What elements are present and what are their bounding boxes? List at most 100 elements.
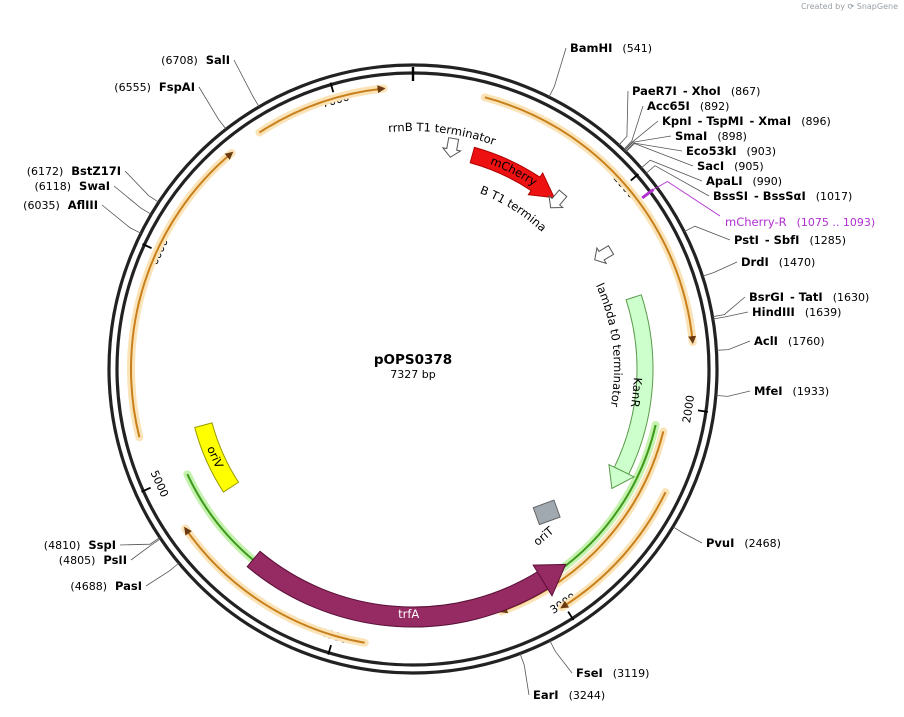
orf-arrow-3: [184, 526, 365, 644]
site-label-fspai: (6555)FspAI: [114, 80, 195, 94]
site-label-eari: EarI (3244): [533, 688, 605, 702]
mcherry-feature: [469, 146, 556, 199]
site-pos-sspi: (4810): [44, 539, 81, 552]
site-line-acli: [716, 340, 751, 351]
site-line-swai: [113, 185, 152, 215]
site-label-saci: SacI(905): [697, 159, 764, 173]
lambda-t0-terminator-label: lambda t0 terminator: [593, 281, 625, 408]
backbone-outer-ring: [107, 63, 719, 675]
tick-label-2000: 2000: [680, 394, 697, 424]
tick-mark-1000: [630, 173, 639, 182]
tick-mark-3000: [567, 611, 575, 621]
site-label-swai: (6118) SwaI: [34, 179, 110, 193]
site-pos-pasi: (4688): [70, 580, 107, 593]
rrnb-t1-terminator-1-arrow: [441, 137, 462, 158]
oriv-feature: [194, 422, 240, 493]
site-line-afliii: [101, 204, 142, 234]
site-label-eco53ki: Eco53kI(903): [686, 144, 776, 158]
site-dash: - TspMI: [698, 114, 744, 128]
site-name-paer7i: PaeR7I: [632, 84, 677, 98]
site-label-bsrgi: BsrGI- TatI(1630): [749, 290, 869, 304]
site-line-bsrgi: [712, 296, 746, 318]
site-name-acc65i: Acc65I: [647, 99, 690, 113]
watermark-created-by: Created by: [800, 2, 845, 11]
site-line-acc65i: [623, 105, 644, 150]
site-label-afliii: (6035)AflIII: [23, 198, 98, 212]
site-pos-fsei: (3119): [613, 667, 650, 680]
orf-arrow-0: [484, 96, 697, 345]
site-name-psti: PstI: [734, 233, 759, 247]
site-pos-psti: (1285): [809, 234, 846, 247]
site-name-saci: SacI: [697, 159, 724, 173]
site-label-smai: SmaI(898): [675, 129, 747, 143]
site-pos-swai: (6118): [34, 180, 71, 193]
primer-mcherry-r-label: mCherry-R(1075 .. 1093): [725, 215, 875, 229]
site-name-fsei: FseI: [576, 666, 603, 680]
site-name-mfei: MfeI: [754, 384, 783, 398]
site-dash: - SbfI: [765, 233, 800, 247]
site-pos-eco53ki: (903): [747, 145, 777, 158]
site-line-hindiii: [712, 311, 749, 320]
site-line-eco53ki: [625, 142, 683, 152]
plasmid-name: pOPS0378: [374, 352, 452, 368]
tick-label-5000: 5000: [148, 468, 171, 499]
orf-band-0: [480, 93, 697, 347]
site-pos-smai: (898): [717, 130, 747, 143]
site-label-hindiii: HindIII(1639): [752, 305, 841, 319]
site-line-smai: [624, 135, 672, 152]
site-name-fspai: FspAI: [159, 80, 195, 94]
orit-box: [532, 499, 561, 526]
site-line-bamhi: [548, 47, 567, 98]
tick-mark-2000: [697, 409, 709, 413]
site-line-psti: [684, 225, 731, 241]
site-pos-hindiii: (1639): [805, 306, 842, 319]
site-label-paer7i: PaeR7I- XhoI(867): [632, 84, 760, 98]
site-line-pasi: [145, 562, 180, 587]
site-line-paer7i: [618, 90, 629, 146]
site-pos-bsrgi: (1630): [833, 291, 870, 304]
tick-mark-7000: [329, 82, 335, 93]
primer-name: mCherry-R: [725, 215, 787, 229]
restriction-site-lines: [101, 47, 751, 696]
site-name-eari: EarI: [533, 688, 559, 702]
site-line-psii: [130, 538, 161, 561]
cds-arrow-0: [554, 424, 657, 575]
site-pos-pvui: (2468): [744, 537, 781, 550]
site-name-drdi: DrdI: [741, 255, 769, 269]
restriction-site-labels: BamHI(541)PaeR7I- XhoI(867)Acc65I(892)Kp…: [23, 41, 875, 702]
kanr-label: KanR: [628, 377, 645, 408]
site-pos-eari: (3244): [569, 689, 606, 702]
site-line-sspi: [119, 537, 161, 546]
snapgene-logo-icon: ⟳: [847, 2, 855, 11]
orit-feature: [532, 499, 561, 526]
site-pos-paer7i: (867): [731, 85, 761, 98]
site-name-kpni: KpnI: [662, 114, 692, 128]
primer-mcherry-r-mark: [641, 188, 655, 200]
watermark-brand: SnapGene: [856, 2, 898, 11]
orf-arrow-4: [130, 151, 234, 438]
lambda-t0-terminator-arrow-shape: [594, 245, 615, 265]
rrnb-t1-terminator-2-arrow-shape: [548, 189, 568, 209]
site-name-swai: SwaI: [79, 179, 110, 193]
orf-arrow-1: [560, 491, 667, 609]
site-pos-mfei: (1933): [793, 385, 830, 398]
site-name-bamhi: BamHI: [570, 41, 612, 55]
site-dash: - TatI: [790, 290, 823, 304]
kanr-arrowhead: [608, 463, 636, 490]
site-name-psii: PsII: [103, 553, 127, 567]
site-label-acli: AclI(1760): [754, 334, 825, 348]
snapgene-watermark: Created by ⟳ SnapGene: [801, 2, 898, 11]
site-pos-bsssi: (1017): [816, 190, 853, 203]
site-label-kpni: KpnI- TspMI- XmaI(896): [662, 114, 831, 128]
rrnb-t1-terminator-2-arrow: [548, 189, 568, 209]
site-label-psti: PstI - SbfI (1285): [734, 233, 846, 247]
site-pos-kpni: (896): [801, 115, 831, 128]
orit-label: oriT: [530, 523, 557, 548]
site-name-pvui: PvuI: [706, 536, 734, 550]
tick-mark-4000: [327, 644, 332, 655]
site-label-sali: (6708)SalI: [161, 53, 230, 67]
site-name-sspi: SspI: [88, 538, 116, 552]
orf-band-1: [557, 488, 670, 612]
site-label-bsssi: BssSI- BssSαI(1017): [713, 189, 852, 203]
